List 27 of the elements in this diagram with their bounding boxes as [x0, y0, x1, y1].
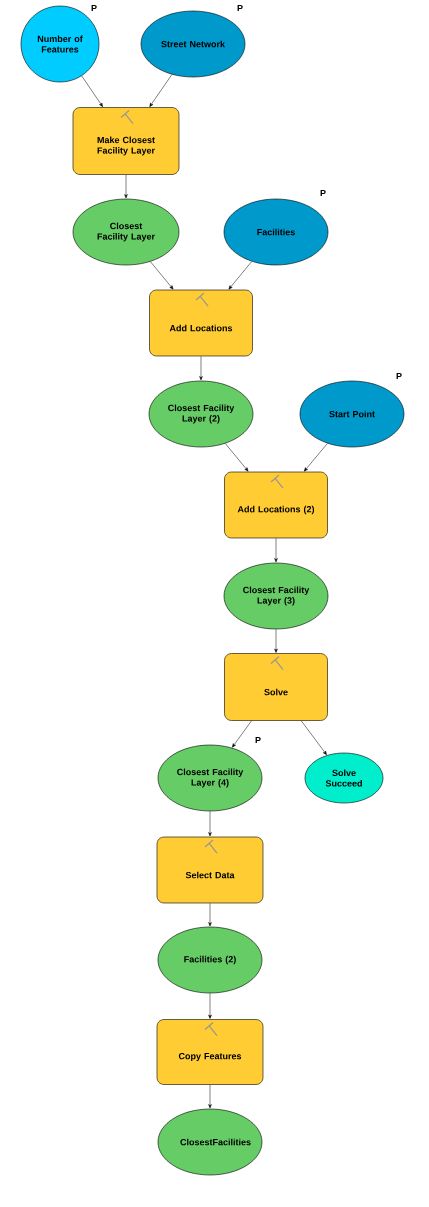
arrow: [199, 356, 203, 381]
arrow: [81, 75, 103, 107]
arrow: [274, 538, 278, 563]
parameter-mark: P: [237, 4, 243, 12]
tool-box: Add Locations: [149, 289, 253, 357]
arrow: [304, 443, 328, 472]
parameter-mark: P: [320, 189, 326, 197]
arrow: [208, 811, 212, 837]
arrow: [208, 1084, 212, 1109]
arrow: [208, 993, 212, 1019]
arrow: [225, 443, 249, 472]
parameter-mark: P: [396, 372, 402, 380]
arrow: [301, 720, 327, 755]
tool-box: Add Locations (2): [224, 471, 328, 539]
arrow: [149, 74, 173, 107]
arrow: [150, 261, 174, 290]
parameter-mark: P: [255, 736, 261, 744]
tool-box: Solve: [224, 653, 328, 721]
parameter-mark: P: [91, 4, 97, 12]
arrow: [208, 903, 212, 927]
tool-box: Make Closest Facility Layer: [72, 107, 180, 175]
arrow: [124, 174, 128, 199]
arrow: [232, 720, 252, 748]
arrow: [228, 261, 252, 290]
tool-box: Select Data: [156, 836, 264, 904]
arrow: [274, 629, 278, 653]
tool-box: Copy Features: [156, 1019, 264, 1085]
